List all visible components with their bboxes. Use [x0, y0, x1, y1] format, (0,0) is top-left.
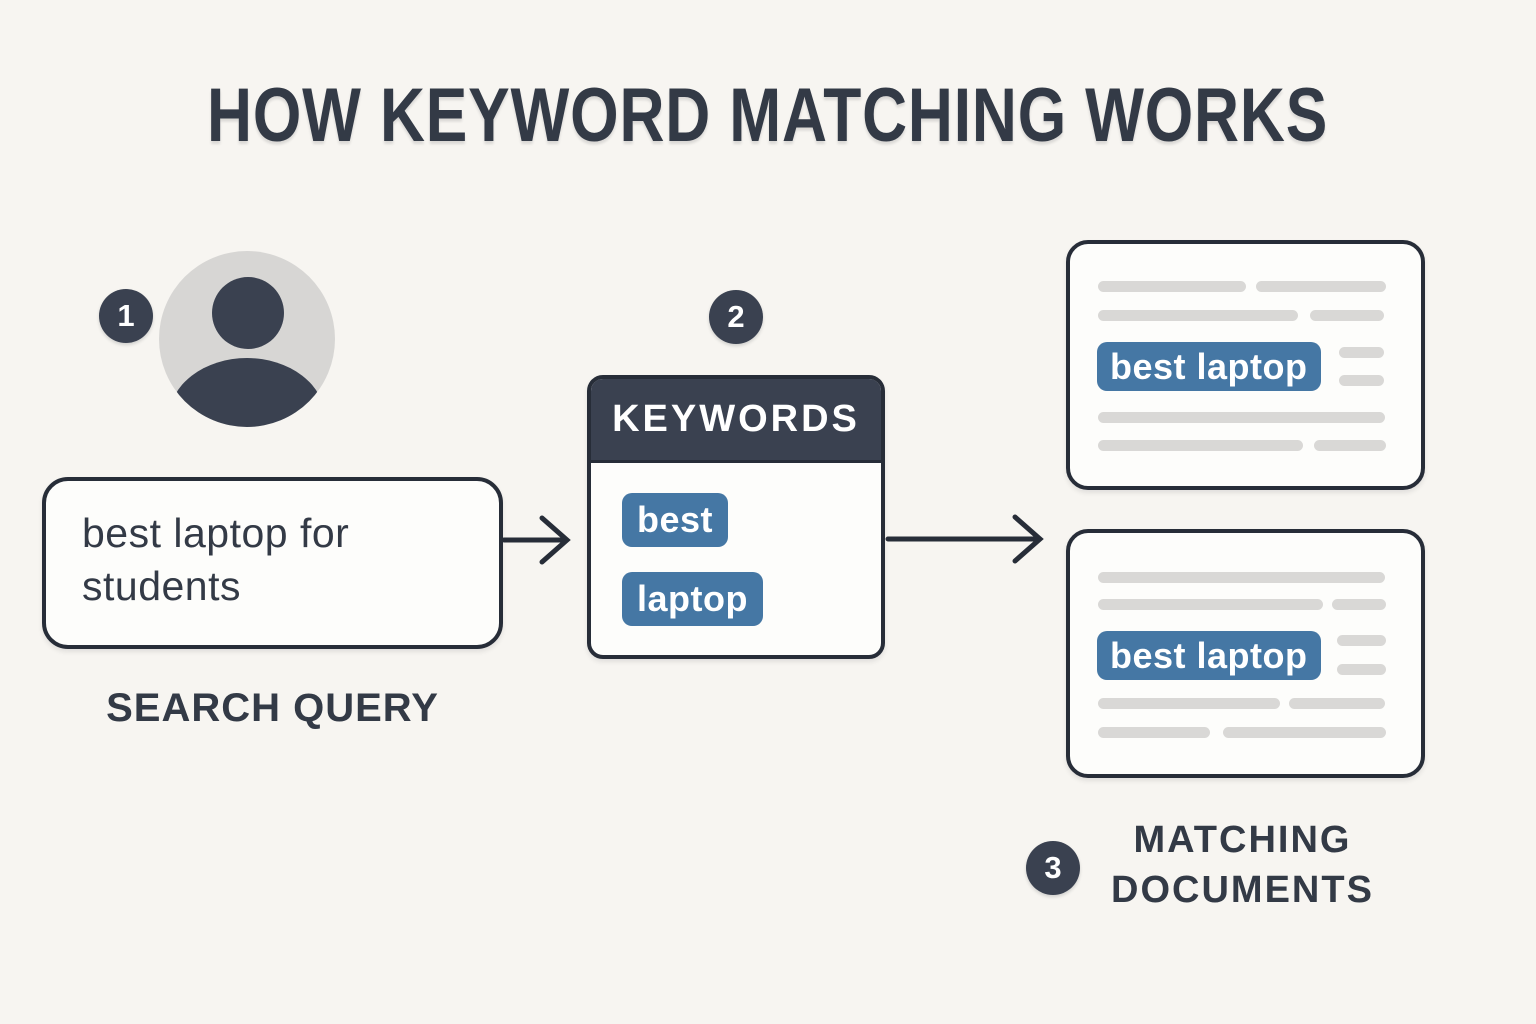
text-line-placeholder	[1098, 310, 1298, 321]
text-line-placeholder	[1339, 375, 1384, 386]
text-line-placeholder	[1098, 727, 1210, 738]
matching-documents-label-line1: MATCHING	[1133, 819, 1352, 861]
text-line-placeholder	[1223, 727, 1386, 738]
text-line-placeholder	[1098, 281, 1246, 292]
search-query-text: best laptop for students	[82, 510, 350, 609]
highlighted-keyword-chip: best laptop	[1097, 342, 1321, 391]
text-line-placeholder	[1314, 440, 1386, 451]
document-card: best laptop	[1066, 240, 1425, 490]
keyword-chip: best	[622, 493, 729, 547]
keywords-header: KEYWORDS	[591, 379, 881, 463]
keywords-box: KEYWORDS best laptop	[587, 375, 885, 659]
document-card: best laptop	[1066, 529, 1425, 778]
step-3-badge: 3	[1026, 841, 1080, 895]
highlighted-keyword-chip: best laptop	[1097, 631, 1321, 680]
flow-arrow-icon	[885, 514, 1044, 564]
text-line-placeholder	[1098, 698, 1280, 709]
flow-arrow-icon	[501, 515, 571, 565]
step-2-badge: 2	[709, 290, 763, 344]
text-line-placeholder	[1098, 440, 1303, 451]
text-line-placeholder	[1332, 599, 1386, 610]
step-1-badge: 1	[99, 289, 153, 343]
page-title: HOW KEYWORD MATCHING WORKS	[0, 72, 1536, 159]
matching-documents-label-line2: DOCUMENTS	[1111, 869, 1374, 911]
search-query-label: SEARCH QUERY	[106, 686, 439, 730]
text-line-placeholder	[1098, 599, 1323, 610]
page-title-text: HOW KEYWORD MATCHING WORKS	[207, 73, 1329, 158]
keywords-list: best laptop	[591, 463, 881, 626]
text-line-placeholder	[1289, 698, 1385, 709]
user-avatar-icon	[159, 251, 335, 427]
text-line-placeholder	[1310, 310, 1384, 321]
text-line-placeholder	[1337, 635, 1386, 646]
text-line-placeholder	[1339, 347, 1384, 358]
avatar-head-shape	[212, 277, 284, 349]
search-query-box: best laptop for students	[42, 477, 503, 649]
text-line-placeholder	[1098, 412, 1385, 423]
keyword-chip: laptop	[622, 572, 763, 626]
text-line-placeholder	[1098, 572, 1385, 583]
avatar-shoulders-shape	[169, 358, 325, 427]
text-line-placeholder	[1337, 664, 1386, 675]
matching-documents-label: MATCHING DOCUMENTS	[1100, 815, 1385, 915]
text-line-placeholder	[1256, 281, 1386, 292]
